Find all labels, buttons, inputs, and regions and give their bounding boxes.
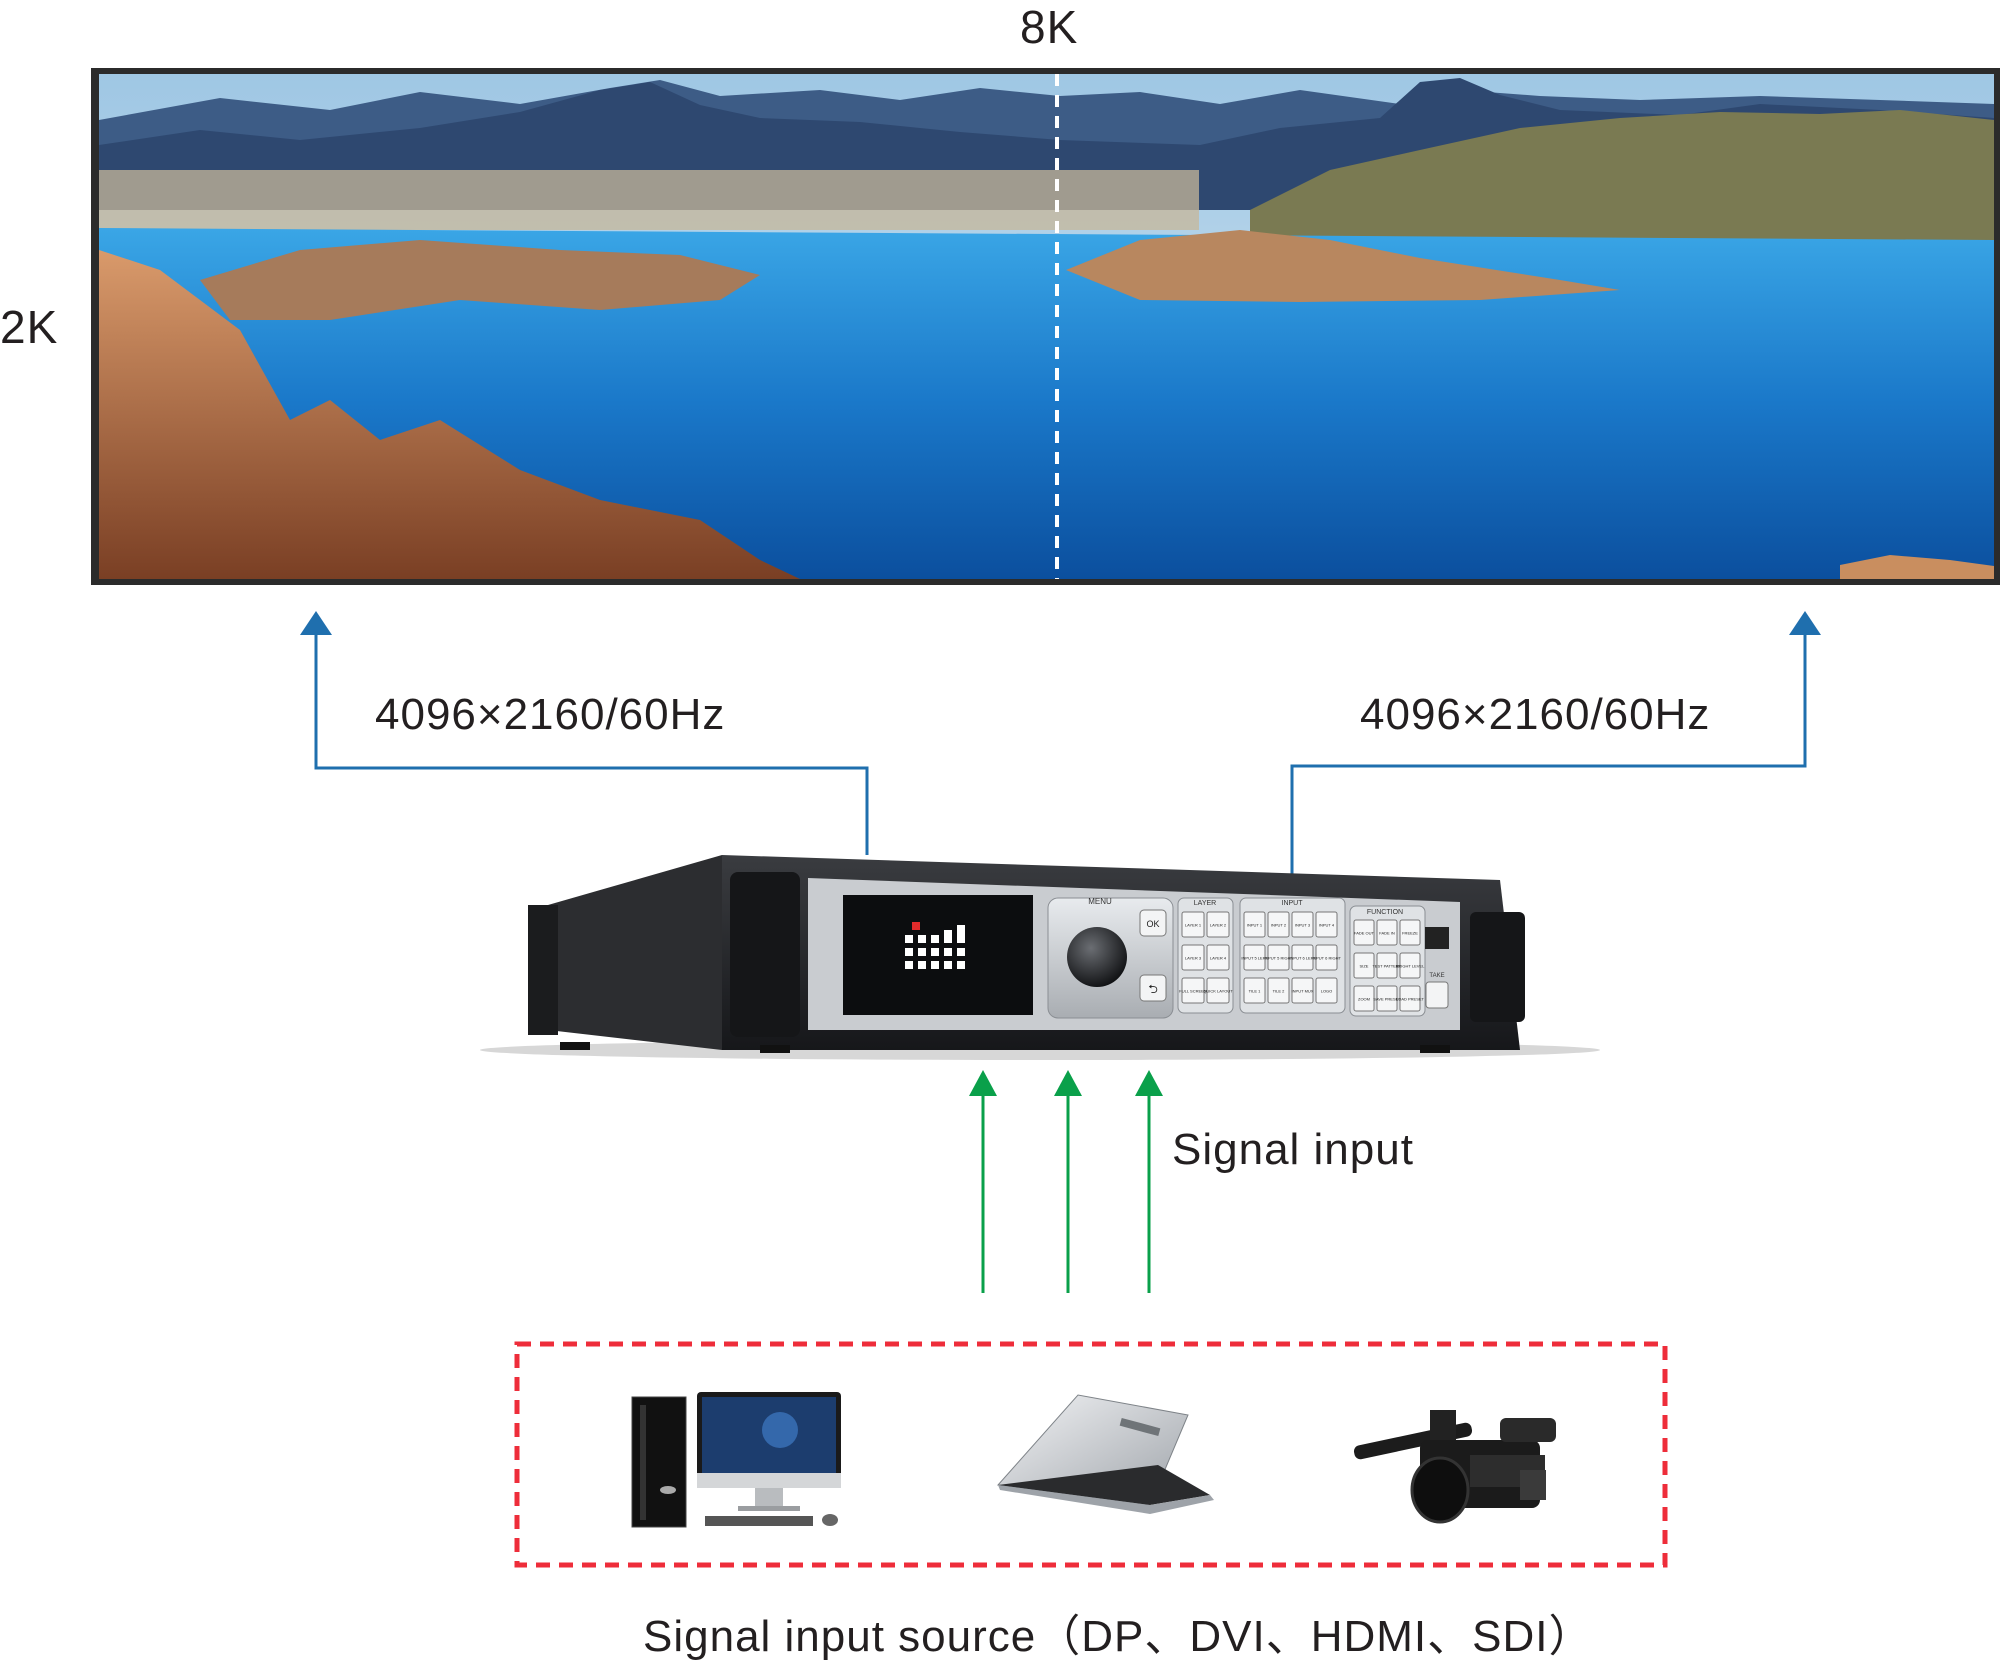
function-button-label: TEST PATTERN	[1372, 964, 1401, 969]
layer-button[interactable]	[1181, 977, 1205, 1004]
function-button-label: ZOOM	[1358, 997, 1370, 1002]
input-button-label: INPUT 6 LEFT	[1289, 956, 1316, 961]
input-button[interactable]	[1291, 977, 1314, 1004]
layer-button[interactable]	[1206, 977, 1230, 1004]
function-button[interactable]	[1376, 952, 1398, 979]
layer-button-label: LAYER 2	[1210, 923, 1227, 928]
input-button-label: INPUT 5 RIGHT	[1264, 956, 1293, 961]
layer-button-group: LAYER LAYER 1 LAYER 2 LAYER 3 LAYER 4 FULL S…	[1177, 897, 1234, 1014]
input-button-label: INPUT 2	[1271, 923, 1287, 928]
led-display-screen	[91, 68, 2000, 585]
function-button[interactable]	[1376, 985, 1398, 1012]
input-button[interactable]	[1243, 911, 1266, 938]
layer-button[interactable]	[1206, 911, 1230, 938]
input-button-label: INPUT 5 LEFT	[1241, 956, 1268, 961]
input-button-label: TILE 1	[1249, 989, 1262, 994]
left-output-line	[314, 630, 869, 855]
input-button-label: LOGO	[1321, 989, 1333, 994]
input-arrowhead-3	[1135, 1070, 1163, 1096]
video-camera-icon	[1353, 1410, 1556, 1524]
input-button[interactable]	[1267, 944, 1290, 971]
output-connections	[314, 630, 1807, 882]
brand-logo-badge	[1425, 927, 1449, 949]
layer-button[interactable]	[1181, 944, 1205, 971]
function-button-label: FADE OUT	[1354, 931, 1375, 936]
menu-knob[interactable]	[1067, 927, 1127, 987]
input-button[interactable]	[1291, 911, 1314, 938]
function-button[interactable]	[1353, 919, 1375, 946]
left-rack-handle	[730, 872, 800, 1037]
right-output-arrowhead	[1789, 611, 1821, 635]
input-button[interactable]	[1267, 977, 1290, 1004]
desktop-computer-icon	[631, 1392, 841, 1528]
right-output-line	[1290, 630, 1807, 882]
input-arrowhead-1	[969, 1070, 997, 1096]
function-button-label: FADE IN	[1379, 931, 1395, 936]
ok-button[interactable]	[1139, 909, 1167, 937]
right-rack-handle	[1470, 912, 1525, 1022]
input-button[interactable]	[1267, 911, 1290, 938]
input-button-label: TILE 2	[1273, 989, 1286, 994]
menu-section-label: MENU	[1088, 897, 1112, 906]
chassis-side	[548, 855, 722, 1050]
function-button[interactable]	[1353, 952, 1375, 979]
function-button[interactable]	[1399, 919, 1421, 946]
function-button-label: SAVE PRESET	[1373, 997, 1401, 1002]
layer-button[interactable]	[1181, 911, 1205, 938]
signal-input-arrows	[969, 1070, 1163, 1293]
input-button-label: INPUT 3	[1295, 923, 1311, 928]
right-island	[1066, 230, 1620, 302]
take-button[interactable]	[1425, 981, 1449, 1009]
input-section-label: INPUT	[1282, 900, 1304, 907]
input-button[interactable]	[1243, 977, 1266, 1004]
input-button[interactable]	[1315, 977, 1338, 1004]
function-button-label: SIZE	[1360, 964, 1369, 969]
function-button[interactable]	[1376, 919, 1398, 946]
layer-button-label: LAYER 3	[1185, 956, 1202, 961]
input-arrowhead-2	[1054, 1070, 1082, 1096]
right-corner-rock	[1840, 555, 1994, 579]
input-button[interactable]	[1243, 944, 1266, 971]
signal-source-box	[514, 1341, 1668, 1568]
right-hillside	[1250, 110, 1994, 260]
lcd-logo-icon	[905, 922, 965, 969]
right-output-resolution: 4096×2160/60Hz	[1360, 690, 1711, 739]
input-button-label: INPUT MUX	[1292, 989, 1314, 994]
function-button-label: FREEZE	[1402, 931, 1418, 936]
left-output-resolution: 4096×2160/60Hz	[375, 690, 726, 739]
take-section-label: TAKE	[1429, 973, 1444, 979]
signal-input-label: Signal input	[1172, 1125, 1414, 1174]
back-arrow-icon: ⮌	[1148, 982, 1158, 996]
input-button-label: INPUT 1	[1247, 923, 1263, 928]
input-button-label: INPUT 4	[1319, 923, 1335, 928]
layer-button[interactable]	[1206, 944, 1230, 971]
town-strip	[99, 170, 1199, 230]
input-button[interactable]	[1315, 911, 1338, 938]
left-headland	[200, 240, 760, 320]
input-button-label: INPUT 6 RIGHT	[1312, 956, 1341, 961]
function-button[interactable]	[1399, 985, 1421, 1012]
function-button-label: LOAD PRESET	[1396, 997, 1425, 1002]
back-button[interactable]	[1139, 974, 1167, 1002]
screen-height-label: 2K	[0, 301, 59, 353]
function-button-label: BRIGHT LEVEL	[1396, 964, 1425, 969]
screen-width-label: 8K	[1020, 1, 1079, 53]
function-button[interactable]	[1353, 985, 1375, 1012]
function-button[interactable]	[1399, 952, 1421, 979]
layer-button-label: FULL SCREEN	[1179, 989, 1207, 994]
laptop-icon	[996, 1394, 1214, 1514]
layer-button-label: LAYER 4	[1210, 956, 1227, 961]
left-output-arrowhead	[300, 611, 332, 635]
function-section-label: FUNCTION	[1367, 909, 1403, 916]
input-button-group: INPUT INPUT 1 INPUT 2 INPUT 3 INPUT 4 INPUT …	[1239, 897, 1346, 1014]
input-button[interactable]	[1291, 944, 1314, 971]
input-button[interactable]	[1315, 944, 1338, 971]
foreground-rocks	[99, 250, 800, 579]
layer-button-label: LAYER 1	[1185, 923, 1202, 928]
layer-section-label: LAYER	[1194, 900, 1216, 907]
layer-button-label: QUICK LAYOUT	[1203, 989, 1233, 994]
ok-button-label: OK	[1146, 919, 1159, 929]
